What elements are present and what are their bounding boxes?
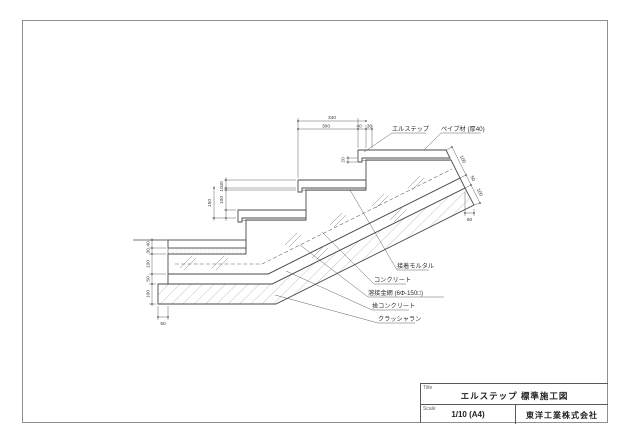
dimension-texts: 340 300 40 30 20 40 10 100 150 40 30 100… — [146, 115, 485, 327]
scale-value: 1/10 (A4) — [451, 410, 485, 419]
sheet-border — [22, 20, 608, 423]
scale-label: Scale — [423, 406, 436, 412]
dim-slope-crusher-100: 100 — [475, 188, 484, 198]
dim-lip-20: 20 — [341, 157, 347, 163]
dim-slope-toe-50: 50 — [467, 217, 473, 223]
callout-texts: エルステップ ペイブ材 (厚40) 接着モルタル コンクリート 溶接金網 (6Φ… — [368, 125, 485, 323]
dim-seg-30: 30 — [367, 124, 373, 130]
dim-base-pave-40: 40 — [146, 241, 152, 247]
dim-slope-lean-50: 50 — [469, 175, 477, 183]
company-name: 東洋工業株式会社 — [526, 411, 598, 420]
welded-mesh-line — [175, 168, 453, 265]
dim-seg-40: 40 — [356, 124, 362, 130]
scale-cell: Scale 1/10 (A4) — [421, 405, 516, 424]
label-crusher-run: クラッシャラン — [378, 316, 421, 323]
dim-step-pave-40: 40 — [219, 181, 225, 187]
dim-slope-concrete-100: 100 — [458, 155, 467, 165]
label-l-step: エルステップ — [392, 126, 430, 133]
dimensions — [149, 118, 481, 320]
dim-run-300: 300 — [322, 124, 330, 130]
label-adhesive-mortar: 接着モルタル — [397, 262, 434, 270]
dim-base-concrete-100: 100 — [146, 260, 152, 268]
dim-base-lean-50: 50 — [146, 276, 152, 282]
company-cell: 東洋工業株式会社 — [516, 405, 608, 424]
dim-step-rise-150: 150 — [207, 199, 213, 207]
title-block: Title エルステップ 標準施工図 Scale 1/10 (A4) 東洋工業株… — [420, 383, 608, 424]
dim-step-concrete-100: 100 — [219, 196, 225, 204]
label-concrete: コンクリート — [374, 277, 411, 284]
dim-step-mortar-10: 10 — [219, 186, 225, 192]
label-welded-wire-mesh: 溶接金網 (6Φ-150□) — [368, 289, 423, 297]
callout-leaders — [274, 132, 481, 324]
label-pave-material: ペイブ材 (厚40) — [441, 125, 485, 133]
title-row: Title エルステップ 標準施工図 — [421, 384, 608, 405]
dimension-ticks — [151, 120, 481, 318]
dim-overall-340: 340 — [328, 115, 336, 121]
label-lean-concrete: 捨コンクリート — [372, 302, 415, 310]
drawing-title: エルステップ 標準施工図 — [460, 391, 569, 401]
dim-base-toe-50: 50 — [160, 321, 166, 327]
title-label: Title — [423, 385, 433, 391]
dim-base-mortar-30: 30 — [146, 248, 152, 254]
dim-base-crusher-100: 100 — [146, 290, 152, 298]
